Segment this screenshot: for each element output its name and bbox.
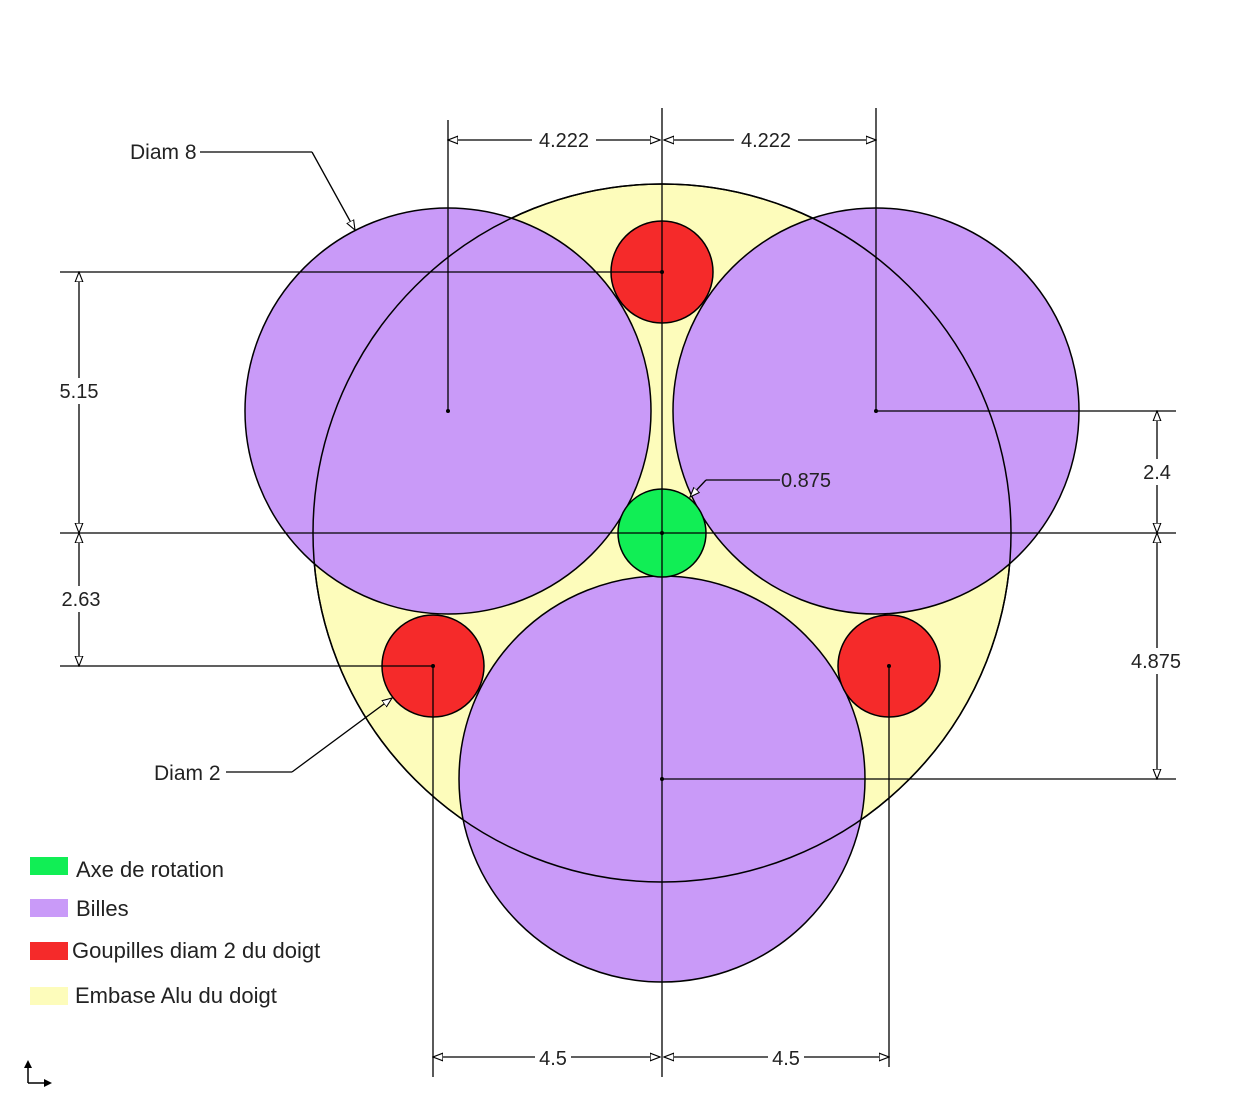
legend-label-axe: Axe de rotation [76,857,224,882]
callout-pin-diameter: Diam 2 [154,762,221,785]
dim-right-lower: 4.875 [1131,651,1181,673]
legend-label-billes: Billes [76,896,129,921]
legend-swatch-embase [30,987,68,1005]
legend-swatch-axe [30,857,68,875]
legend: Axe de rotation Billes Goupilles diam 2 … [30,857,320,1008]
dim-top-left: 4.222 [539,130,589,152]
dim-left-upper: 5.15 [60,381,99,403]
dim-bottom-left: 4.5 [539,1048,567,1070]
legend-label-goupilles: Goupilles diam 2 du doigt [72,938,320,963]
dim-left-lower: 2.63 [62,589,101,611]
dim-right-upper: 2.4 [1143,462,1171,484]
legend-label-embase: Embase Alu du doigt [75,983,277,1008]
callout-ball-diameter: Diam 8 [130,141,197,164]
dim-center-diameter: 0.875 [781,470,831,492]
legend-swatch-billes [30,899,68,917]
legend-swatch-goupilles [30,942,68,960]
dim-top-right: 4.222 [741,130,791,152]
coordinate-axes-icon [24,1060,52,1087]
dim-bottom-right: 4.5 [772,1048,800,1070]
